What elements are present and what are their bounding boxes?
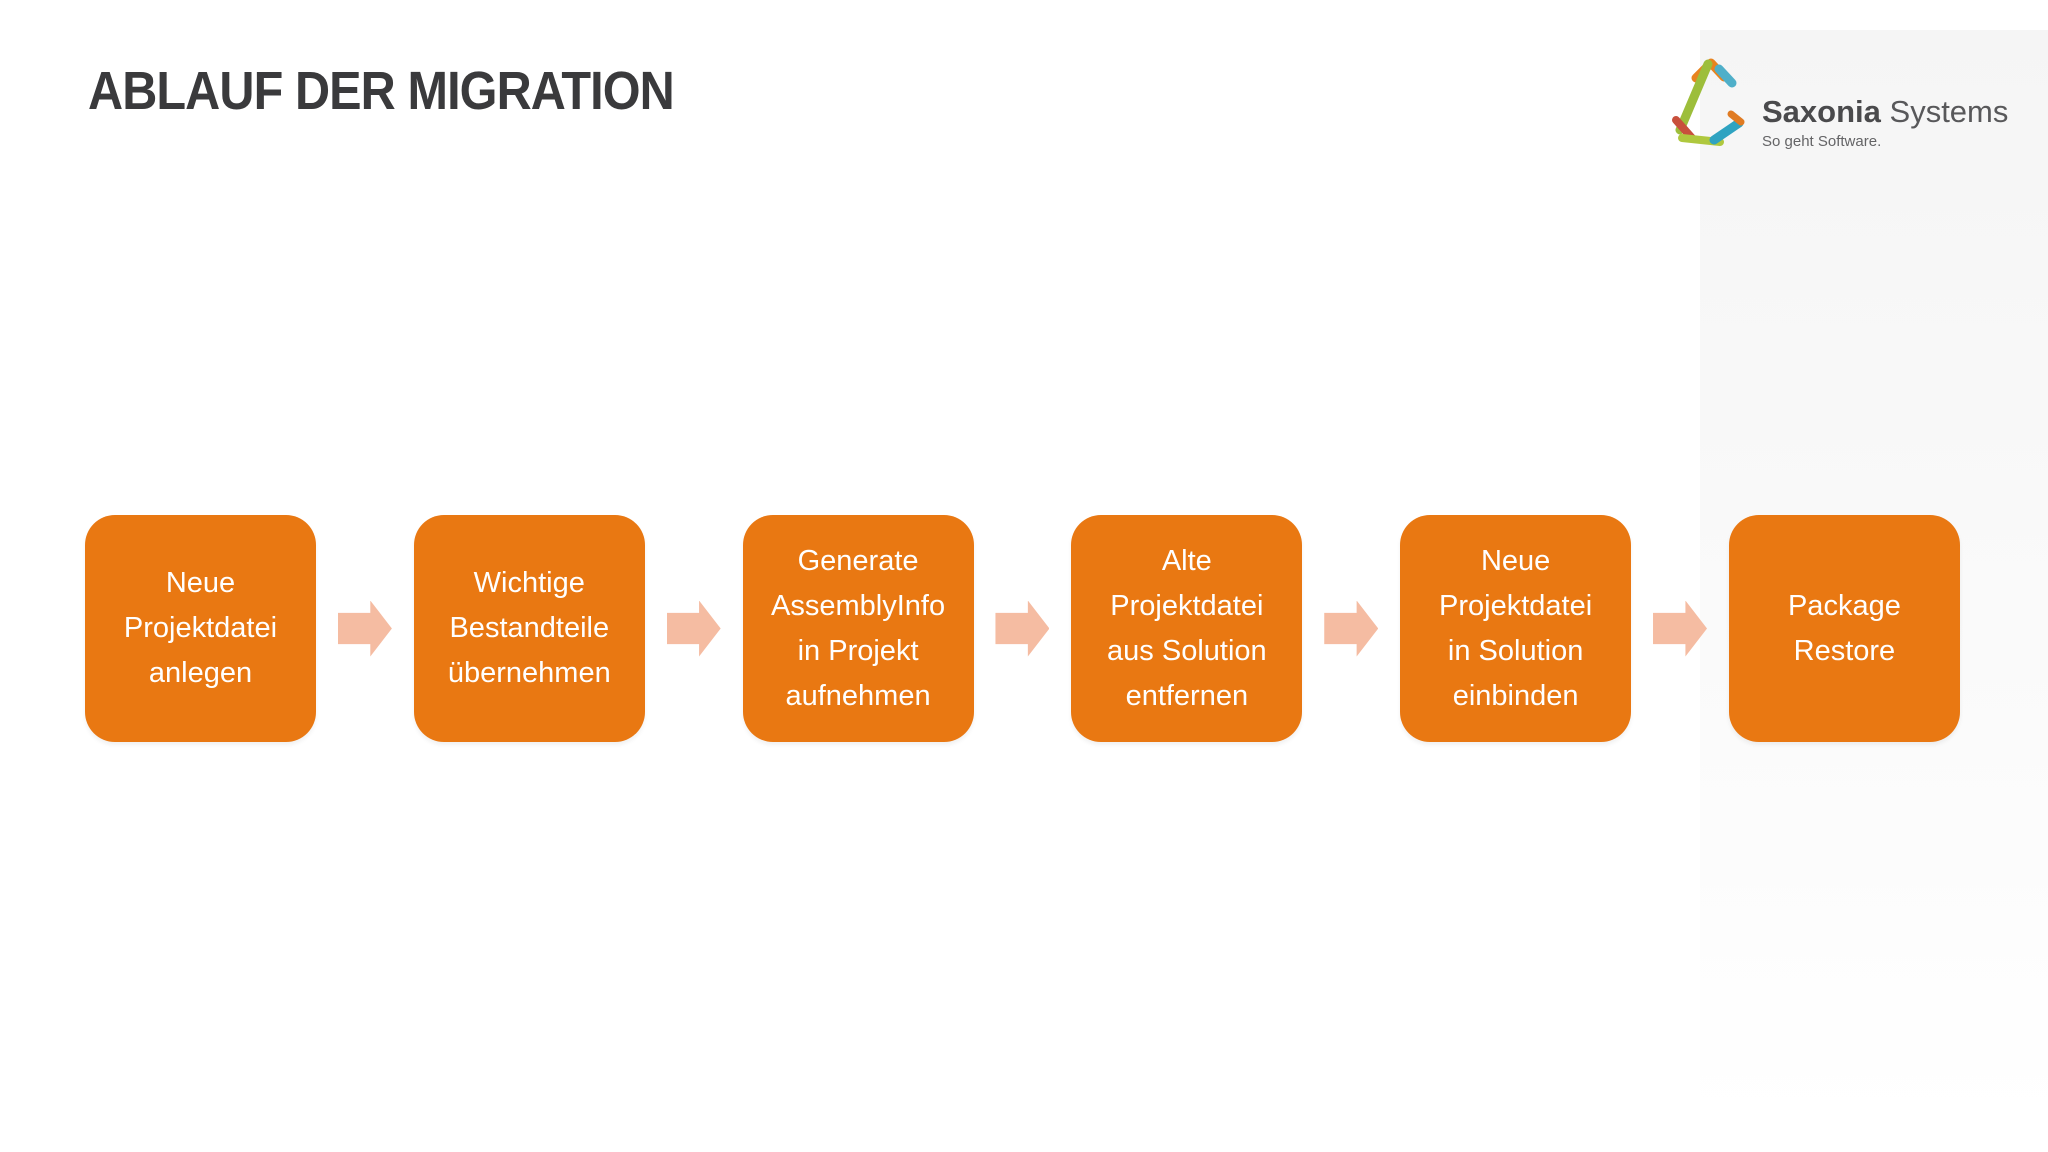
- arrow-right-icon: [995, 600, 1050, 657]
- logo-brand-regular: Systems: [1889, 94, 2009, 129]
- flow-step-4: Alte Projektdatei aus Solution entfernen: [1071, 515, 1303, 742]
- arrow-right-icon: [666, 600, 721, 657]
- arrow-right-icon: [1324, 600, 1379, 657]
- logo-brand-name: Saxonia Systems: [1762, 94, 2008, 130]
- saxonia-triangle-logo-icon: [1672, 58, 1745, 146]
- arrow-right-icon: [1653, 600, 1708, 657]
- flow-step-2: Wichtige Bestandteile übernehmen: [413, 515, 645, 742]
- arrow-right-icon: [337, 600, 392, 657]
- flow-step-6: Package Restore: [1728, 515, 1960, 742]
- migration-process-flow: Neue Projektdatei anlegen Wichtige Besta…: [85, 515, 1960, 742]
- logo-brand-bold: Saxonia: [1762, 94, 1881, 129]
- flow-step-3: Generate AssemblyInfo in Projekt aufnehm…: [742, 515, 974, 742]
- logo-text: Saxonia Systems So geht Software.: [1762, 94, 2008, 150]
- page-title: ABLAUF DER MIGRATION: [88, 61, 675, 121]
- logo-tagline: So geht Software.: [1762, 133, 1882, 150]
- flow-step-5: Neue Projektdatei in Solution einbinden: [1400, 515, 1632, 742]
- saxonia-systems-logo: Saxonia Systems So geht Software.: [1668, 52, 2008, 152]
- flow-step-1: Neue Projektdatei anlegen: [85, 515, 316, 742]
